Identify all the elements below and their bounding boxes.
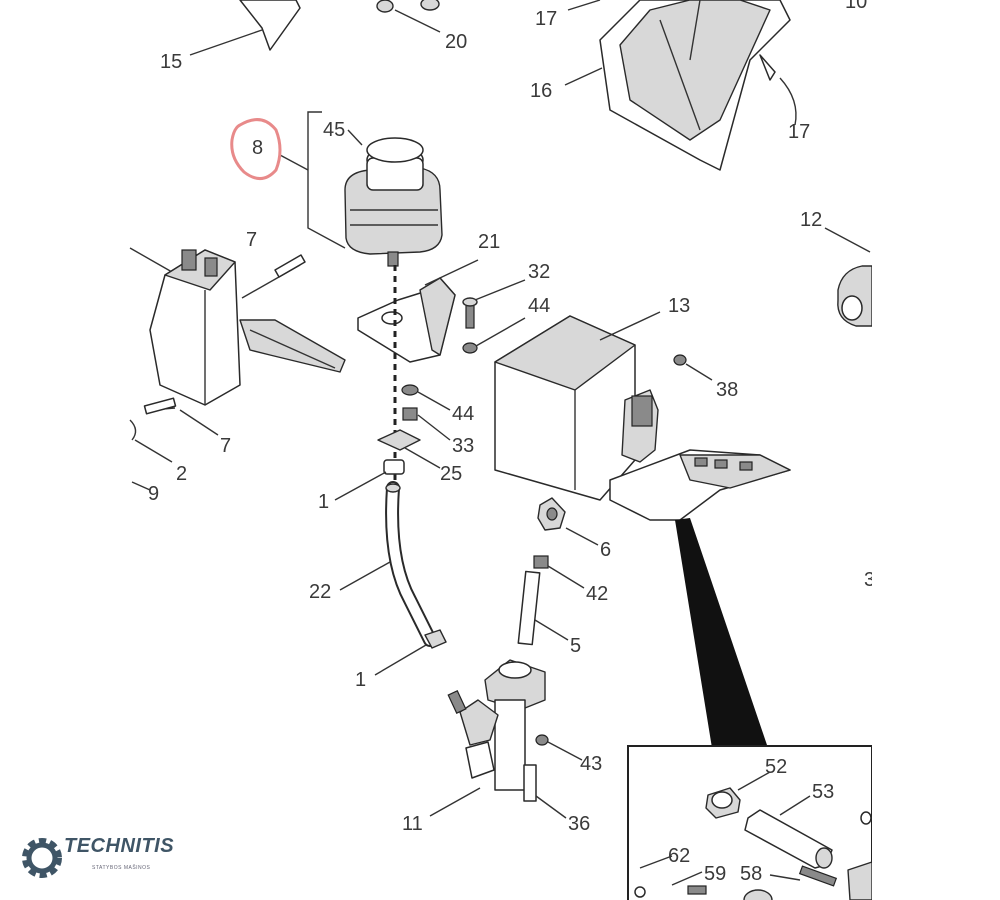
part-15-bracket [189,0,301,56]
callout-2: 2 [176,463,187,485]
callout-44-mid: 44 [452,403,474,425]
brand-logo: TECHNITIS STATYBOS MAŠINOS [20,835,174,883]
part-20-fastener [376,0,441,33]
highlight-ring-8 [230,118,282,180]
callout-32: 32 [528,261,550,283]
callout-1-top: 1 [318,491,329,513]
callout-10: 10 [845,0,867,13]
callout-12: 12 [800,209,822,231]
part-45-reservoir [279,111,443,267]
callout-38: 38 [716,379,738,401]
part-left-valve-block [129,247,346,491]
part-11-cylinder [429,659,583,819]
part-22-hose [339,481,447,676]
technitis-gear-icon [22,838,62,878]
callout-3: 3 [864,569,875,591]
part-12-fitting [824,227,873,327]
detail-inset [627,745,873,900]
callout-45: 45 [323,119,345,141]
callout-62: 62 [668,845,690,867]
callout-8: 8 [252,137,263,159]
part-13-pedal-box [494,311,791,521]
callout-53: 53 [812,781,834,803]
part-21-bracket [334,259,526,501]
callout-6: 6 [600,539,611,561]
part-16-shield [564,0,797,171]
callout-13: 13 [668,295,690,317]
callout-21: 21 [478,231,500,253]
callout-7-top: 7 [246,229,257,251]
brand-tagline: STATYBOS MAŠINOS [92,865,151,871]
callout-25: 25 [440,463,462,485]
brand-name: TECHNITIS [64,835,175,857]
callout-1-bottom: 1 [355,669,366,691]
callout-17-top: 17 [535,8,557,30]
callout-20: 20 [445,31,467,53]
callout-5: 5 [570,635,581,657]
callout-59: 59 [704,863,726,885]
callout-22: 22 [309,581,331,603]
right-margin [872,0,1000,900]
callout-33: 33 [452,435,474,457]
callout-11: 11 [402,813,423,835]
callout-36: 36 [568,813,590,835]
callout-17-right: 17 [788,121,810,143]
callout-7-bottom: 7 [220,435,231,457]
callout-58: 58 [740,863,762,885]
callout-15: 15 [160,51,182,73]
callout-9: 9 [148,483,159,505]
callout-52: 52 [765,756,787,778]
callout-43: 43 [580,753,602,775]
callout-44-top: 44 [528,295,550,317]
callout-16: 16 [530,80,552,102]
detail-leader-wedge [675,518,768,748]
callout-42: 42 [586,583,608,605]
part-6-42-5-rod [517,497,599,646]
